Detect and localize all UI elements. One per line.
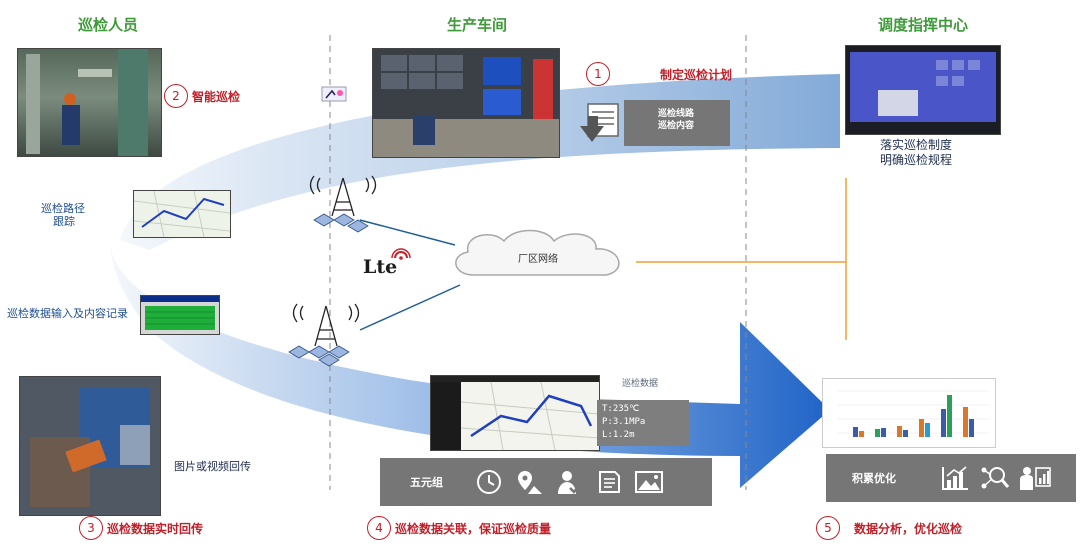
readout-level: L:1.2m: [602, 430, 635, 440]
five-tuple-bar: 五元组: [380, 458, 712, 506]
analysis-chart-thumbnail: [822, 378, 996, 448]
dispatch-center-photo: [845, 45, 1001, 135]
dispatch-text-1: 落实巡检制度: [880, 138, 953, 152]
step-3-number: 3: [79, 516, 103, 540]
network-line-lower: [359, 284, 461, 331]
step-2: 2 智能巡检: [164, 84, 240, 108]
control-room-photo: [372, 48, 560, 158]
document-download-icon: [578, 102, 620, 146]
signal-tower-lower: [288, 303, 360, 367]
plan-box: 巡检线路 巡检内容: [578, 100, 730, 146]
media-return-label: 图片或视频回传: [174, 460, 251, 473]
sensor-readout: T:235℃ P:3.1MPa L:1.2m: [597, 400, 689, 446]
lte-logo: Lte: [363, 248, 415, 282]
data-entry-label: 巡检数据输入及内容记录: [7, 307, 128, 320]
data-entry-screen-thumbnail: [140, 295, 220, 335]
bar-chart-icon: [938, 463, 972, 493]
route-map-thumbnail: [133, 190, 231, 238]
location-icon: [512, 467, 546, 497]
map-caption: 巡检数据: [622, 379, 659, 389]
cloud-label: 厂区网络: [518, 254, 558, 265]
accumulate-bar: 积累优化: [826, 454, 1076, 502]
step-5-label: 数据分析，优化巡检: [854, 521, 963, 536]
network-line-upper: [359, 219, 456, 246]
readout-pressure: P:3.1MPa: [602, 417, 646, 427]
clock-icon: [472, 467, 506, 497]
step-2-number: 2: [164, 84, 188, 108]
factory-network-cloud: [455, 229, 620, 276]
step-1-number: 1: [586, 62, 610, 86]
five-tuple-label: 五元组: [410, 476, 443, 489]
step-3: 3 巡检数据实时回传: [79, 516, 203, 540]
tag-reader-icon: [321, 85, 347, 103]
step-5: 5 数据分析，优化巡检: [816, 516, 962, 540]
route-label-2: 跟踪: [53, 215, 75, 228]
dispatch-text-2: 明确巡检规程: [880, 153, 953, 167]
inspector-photo: [17, 48, 162, 157]
step-4: 4 巡检数据关联，保证巡检质量: [367, 516, 551, 540]
field-device-photo: [19, 376, 161, 516]
step-1-label: 制定巡检计划: [660, 67, 733, 82]
column-header-inspectors: 巡检人员: [78, 16, 139, 34]
signal-tower-upper: [309, 175, 377, 233]
column-header-workshop: 生产车间: [447, 16, 508, 34]
inspection-map-screen: [430, 375, 600, 451]
lte-text: Lte: [363, 256, 398, 278]
readout-temperature: T:235℃: [602, 404, 640, 414]
step-2-label: 智能巡检: [192, 89, 241, 104]
step-3-label: 巡检数据实时回传: [107, 521, 204, 536]
accumulate-label: 积累优化: [852, 472, 896, 485]
step-4-label: 巡检数据关联，保证巡检质量: [395, 521, 552, 536]
network-search-icon: [978, 463, 1012, 493]
plan-line-2: 巡检内容: [658, 121, 695, 131]
document-icon: [592, 467, 626, 497]
step-1: 1 制定巡检计划: [586, 62, 732, 86]
route-label-1: 巡检路径: [41, 202, 85, 215]
plan-line-1: 巡检线路: [658, 109, 695, 119]
picture-icon: [632, 467, 666, 497]
step-4-number: 4: [367, 516, 391, 540]
column-header-dispatch: 调度指挥中心: [878, 16, 969, 34]
person-check-icon: [552, 467, 586, 497]
step-5-number: 5: [816, 516, 840, 540]
analyst-icon: [1018, 463, 1052, 493]
